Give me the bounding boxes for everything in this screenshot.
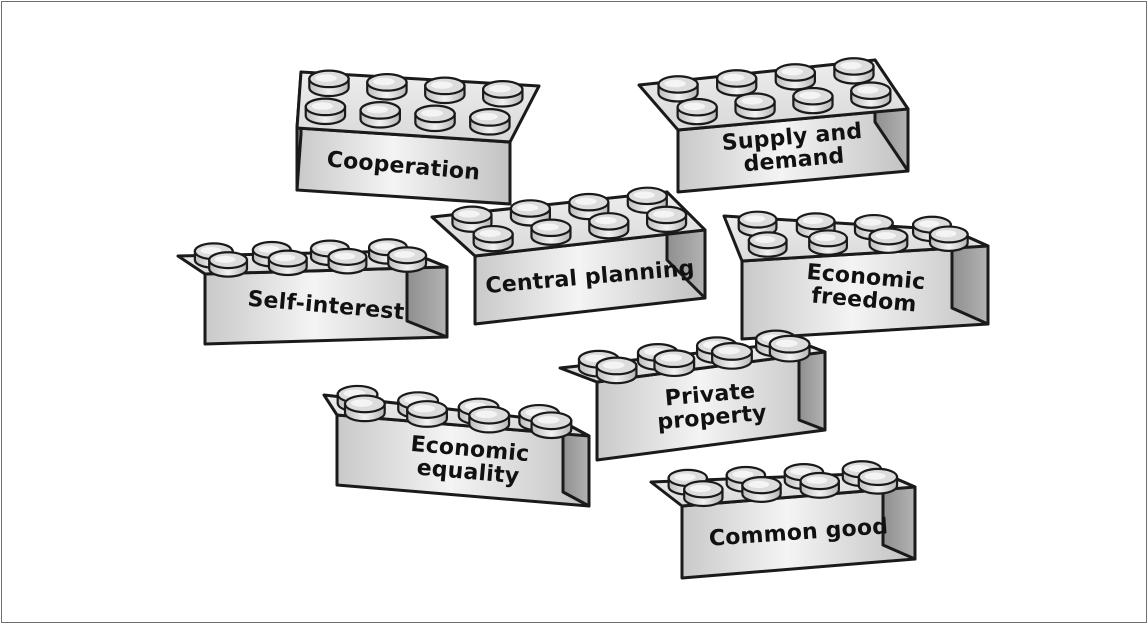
brick-stud: [343, 394, 386, 423]
brick-label-private-property: Privateproperty: [654, 378, 767, 435]
brick-stud: [657, 75, 699, 103]
brick-stud: [645, 205, 688, 233]
brick-stud: [747, 231, 788, 258]
brick-stud: [530, 218, 572, 246]
brick-stud: [327, 247, 368, 275]
brick-self-interest: Self-interest: [176, 238, 449, 346]
brick-stud: [850, 81, 892, 109]
brick-central-planning: Central planning: [430, 186, 707, 326]
brick-stud: [387, 246, 428, 273]
brick-stud: [424, 76, 466, 105]
brick-stud: [799, 471, 840, 499]
brick-stud: [366, 73, 408, 101]
brick-stud: [734, 92, 776, 120]
brick-stud: [928, 225, 969, 252]
brick-stud: [868, 227, 909, 254]
brick-stud: [792, 86, 834, 115]
brick-stud: [795, 212, 836, 239]
brick-stud: [482, 80, 524, 108]
brick-stud: [451, 205, 493, 233]
brick-stud: [857, 467, 899, 495]
brick-stud: [833, 57, 875, 85]
brick-stud: [530, 411, 573, 440]
brick-stud: [472, 224, 514, 253]
brick-economic-equality: Economicequality: [322, 384, 591, 508]
brick-cooperation: Cooperation: [295, 69, 541, 206]
brick-stud: [308, 69, 350, 98]
brick-stud: [683, 480, 724, 508]
brick-stud: [774, 63, 816, 91]
brick-stud: [808, 229, 849, 256]
brick-stud: [208, 251, 249, 278]
brick-stud: [741, 476, 782, 503]
brick-stud: [406, 400, 448, 428]
brick-stud: [469, 108, 511, 136]
brick-stud: [711, 342, 753, 370]
brick-stud: [304, 97, 347, 126]
brick-common-good: Common good: [649, 460, 917, 580]
brick-stud: [359, 101, 401, 129]
brick-supply-and-demand: Supply anddemand: [637, 57, 910, 194]
brick-private-property: Privateproperty: [558, 329, 827, 462]
brick-stud: [588, 212, 630, 240]
brick-stud: [768, 334, 811, 363]
brick-stud: [468, 405, 511, 434]
brick-economic-freedom: Economicfreedom: [722, 210, 990, 341]
brick-stud: [676, 97, 718, 126]
brick-stud: [267, 249, 308, 277]
brick-stud: [595, 356, 638, 385]
brick-stud: [414, 104, 456, 133]
brick-stud: [716, 69, 758, 97]
brick-stud: [653, 349, 696, 378]
